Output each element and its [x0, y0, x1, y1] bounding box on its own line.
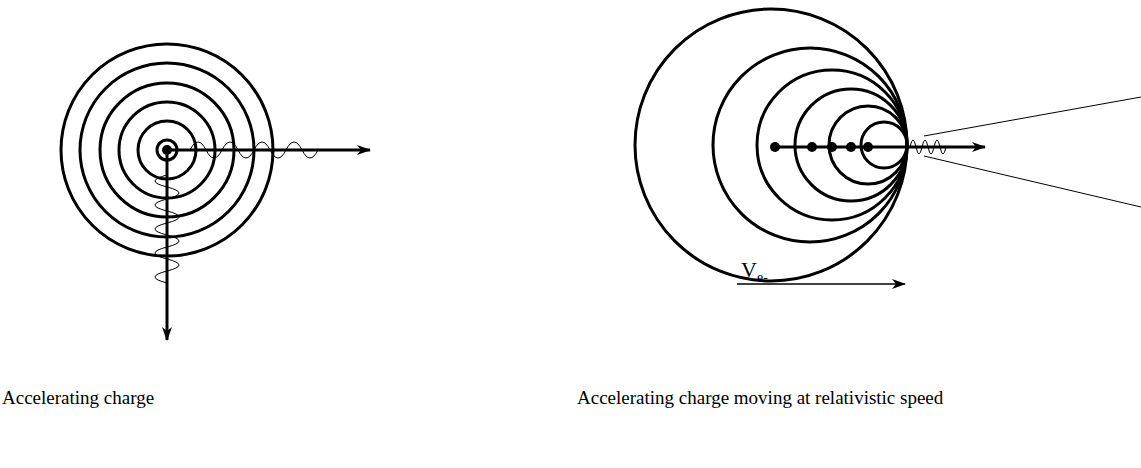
- velocity-symbol: V: [741, 258, 757, 282]
- cone-line: [924, 156, 1141, 207]
- velocity-subscript: e-: [757, 270, 768, 285]
- wavefront-circles: [635, 9, 907, 281]
- arrow: [166, 150, 169, 340]
- arrow: [775, 146, 985, 149]
- cone-line: [924, 97, 1141, 136]
- wave: [910, 140, 946, 154]
- arrow: [167, 149, 370, 152]
- caption-text: Accelerating charge: [2, 388, 154, 409]
- caption-text: Accelerating charge moving at relativist…: [577, 388, 943, 409]
